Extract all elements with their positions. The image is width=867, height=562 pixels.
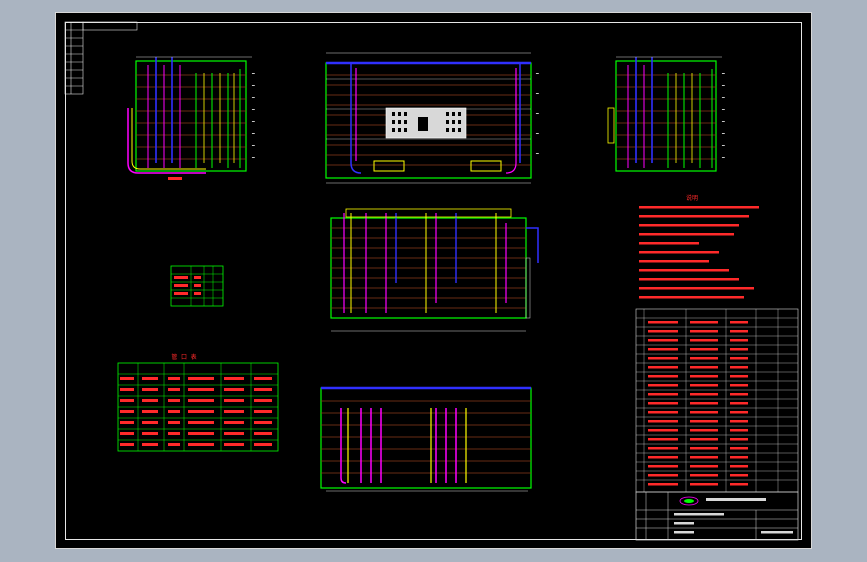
svg-text:━: ━ <box>251 108 255 113</box>
svg-text:━: ━ <box>251 144 255 149</box>
svg-text:━: ━ <box>251 120 255 125</box>
svg-text:━: ━ <box>251 96 255 101</box>
svg-text:━: ━ <box>721 72 725 77</box>
svg-text:━: ━ <box>721 96 725 101</box>
svg-text:━: ━ <box>721 84 725 89</box>
svg-text:━: ━ <box>251 72 255 77</box>
svg-text:━: ━ <box>721 108 725 113</box>
cad-viewport[interactable]: ━ ━ ━ ━ ━ ━ ━ ━ <box>55 12 812 549</box>
parts-list <box>635 308 799 493</box>
svg-text:━: ━ <box>721 132 725 137</box>
svg-text:━: ━ <box>721 144 725 149</box>
svg-text:━: ━ <box>535 92 539 97</box>
drawing-frame <box>65 22 802 540</box>
svg-text:━: ━ <box>535 132 539 137</box>
notes-title: 说明 <box>686 194 698 202</box>
nozzle-table-title: 管 口 表 <box>171 353 196 361</box>
svg-text:━: ━ <box>721 156 725 161</box>
small-table <box>170 265 224 307</box>
bottom-view <box>320 386 532 492</box>
notes-block: 说明 <box>639 194 759 299</box>
revision-strip <box>64 21 138 95</box>
svg-text:━: ━ <box>251 156 255 161</box>
cad-drawing: ━ ━ ━ ━ ━ ━ ━ ━ <box>64 21 799 541</box>
side-view-right: ━ ━ ━ ━ ━ ━ ━ ━ <box>607 56 725 172</box>
title-block <box>635 491 799 541</box>
nozzle-table: 管 口 表 <box>117 353 279 452</box>
svg-text:━: ━ <box>535 112 539 117</box>
side-view-left: ━ ━ ━ ━ ━ ━ ━ ━ <box>127 56 255 180</box>
svg-text:━: ━ <box>535 152 539 157</box>
plan-view-middle <box>330 208 539 332</box>
svg-text:━: ━ <box>251 84 255 89</box>
front-view-top: ━ ━ ━ ━ ━ <box>325 52 539 184</box>
svg-text:━: ━ <box>535 72 539 77</box>
svg-text:━: ━ <box>721 120 725 125</box>
svg-text:━: ━ <box>251 132 255 137</box>
